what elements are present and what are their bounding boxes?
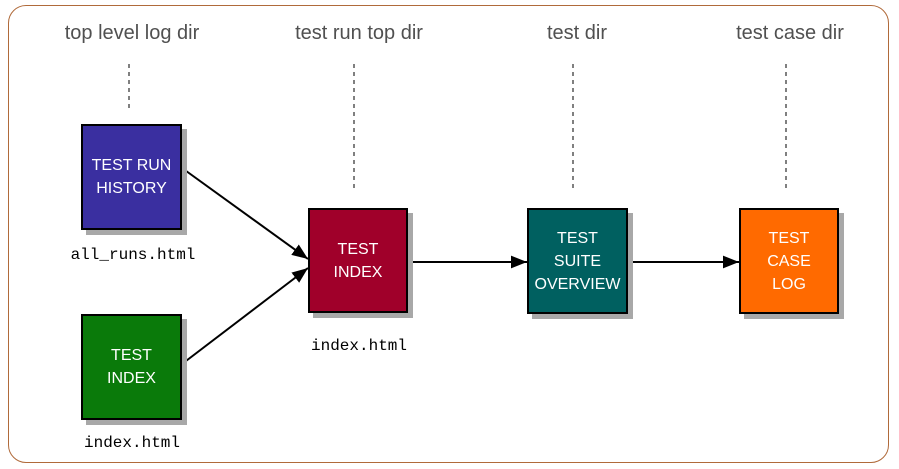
column-label-top-level-log-dir: top level log dir bbox=[64, 22, 200, 44]
node-test-suite-overview: TEST SUITE OVERVIEW bbox=[527, 208, 628, 314]
node-test-index-small: TEST INDEX bbox=[81, 314, 182, 420]
file-label-all-runs: all_runs.html bbox=[70, 246, 196, 264]
file-label-index-small: index.html bbox=[83, 434, 180, 452]
column-label-test-run-top-dir: test run top dir bbox=[295, 22, 423, 44]
column-label-test-case-dir: test case dir bbox=[736, 22, 844, 44]
node-test-index-main: TEST INDEX bbox=[308, 208, 408, 313]
node-test-case-log: TEST CASE LOG bbox=[739, 208, 839, 314]
arrow-history-to-index bbox=[181, 167, 309, 260]
arrow-small-index-to-index bbox=[181, 267, 309, 365]
column-label-test-dir: test dir bbox=[546, 22, 608, 44]
file-label-index-main: index.html bbox=[310, 337, 407, 355]
node-test-run-history: TEST RUN HISTORY bbox=[81, 124, 182, 230]
